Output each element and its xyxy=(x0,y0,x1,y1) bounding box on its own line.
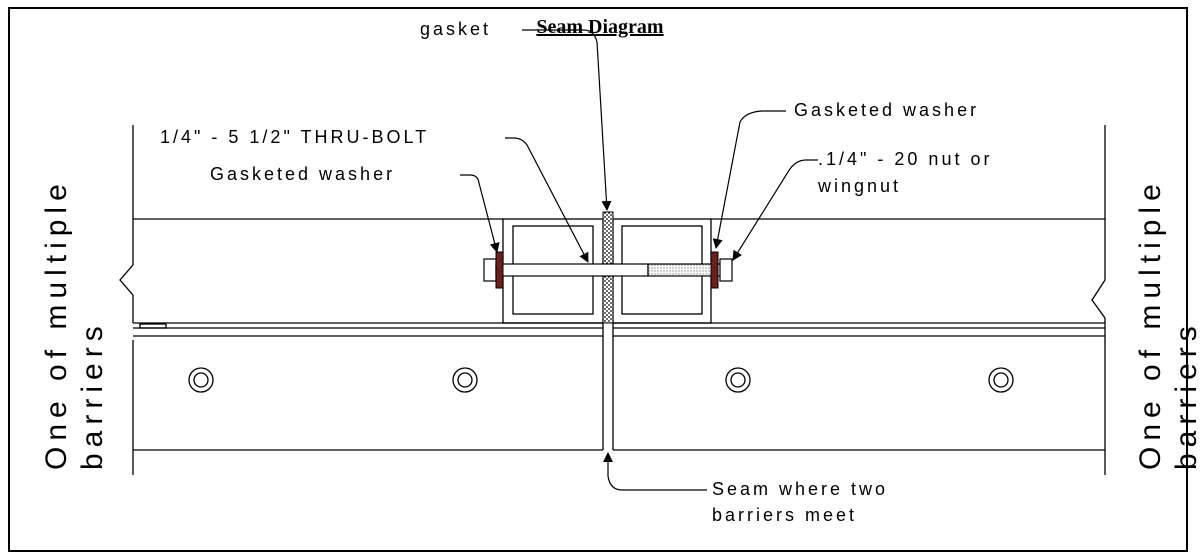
label-seam-line2: barriers meet xyxy=(712,505,857,525)
leader-washer-right xyxy=(712,110,786,249)
label-thru-bolt: 1/4" - 5 1/2" THRU-BOLT xyxy=(160,127,429,147)
leader-gasket xyxy=(522,29,612,211)
washer-right xyxy=(710,251,719,289)
hole-3 xyxy=(725,367,751,393)
leader-thru-bolt xyxy=(505,137,589,263)
hole-2 xyxy=(452,367,478,393)
label-nut-line2: wingnut xyxy=(817,176,901,196)
diagram-title: Seam Diagram xyxy=(536,16,664,38)
left-side-label-line2: barriers xyxy=(76,320,109,470)
label-gasket: gasket xyxy=(420,19,491,39)
leader-lines xyxy=(460,29,818,491)
label-washer-left: Gasketed washer xyxy=(210,164,395,184)
leader-seam xyxy=(603,452,707,491)
label-washer-right: Gasketed washer xyxy=(794,100,979,120)
washer-left xyxy=(495,251,504,289)
barrier-holes xyxy=(188,367,1014,393)
right-side-label-line1: One of multiple xyxy=(1134,178,1167,470)
label-nut-line1: .1/4" - 20 nut or xyxy=(818,149,992,169)
left-side-label-line1: One of multiple xyxy=(40,178,73,470)
seam-gap xyxy=(602,323,614,450)
hole-1 xyxy=(188,367,214,393)
diagram-frame xyxy=(8,7,1188,552)
right-side-label-line2: barriers xyxy=(1170,320,1200,470)
right-side-label: One of multiple barriers xyxy=(1134,178,1200,470)
leader-washer-left xyxy=(460,174,500,253)
left-side-label: One of multiple barriers xyxy=(40,178,109,470)
leader-nut xyxy=(732,159,818,261)
hole-4 xyxy=(988,367,1014,393)
label-seam-line1: Seam where two xyxy=(712,479,888,499)
